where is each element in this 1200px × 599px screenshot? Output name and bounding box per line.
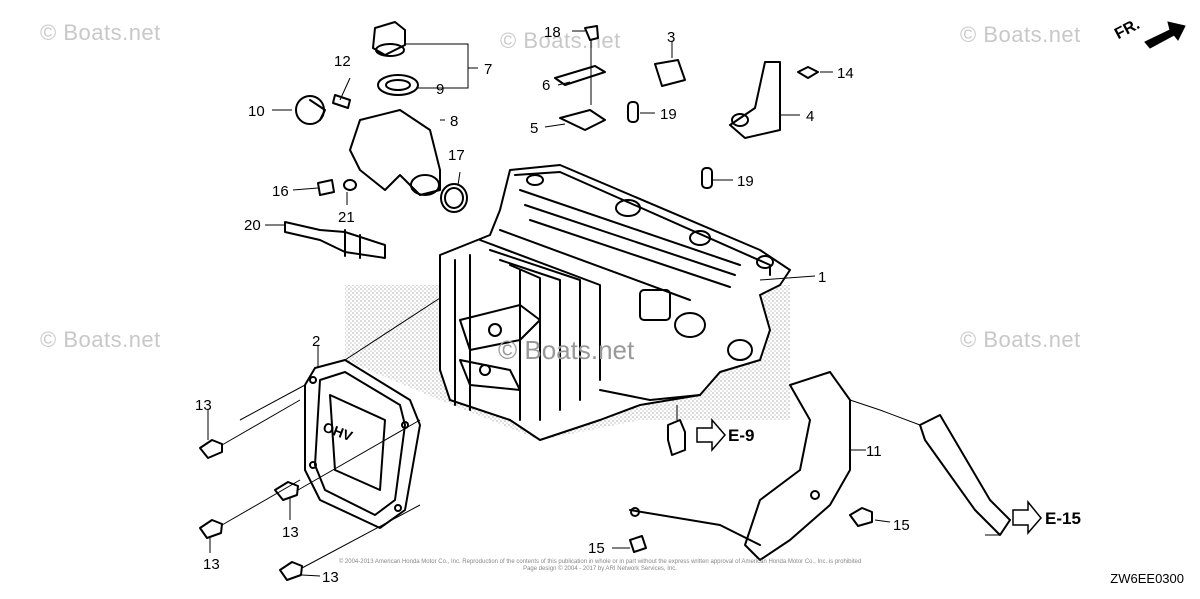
callout-18: 18 bbox=[544, 24, 561, 41]
callout-10: 10 bbox=[248, 103, 265, 120]
arrow-e9-icon bbox=[696, 417, 726, 453]
callout-19a: 19 bbox=[660, 106, 677, 123]
part-14-bolt bbox=[797, 66, 819, 79]
callout-11: 11 bbox=[866, 443, 882, 460]
part-4-joint bbox=[729, 61, 781, 139]
cylinder-block bbox=[439, 164, 791, 441]
watermark-center: © Boats.net bbox=[498, 335, 635, 365]
reference-e9[interactable]: E-9 bbox=[728, 426, 755, 445]
head-cover bbox=[304, 359, 421, 529]
part-18-screw bbox=[584, 25, 599, 41]
diagram-code: ZW6EE0300 bbox=[1110, 571, 1184, 586]
callout-13a: 13 bbox=[195, 397, 212, 414]
part-19-dowel-a bbox=[627, 101, 639, 123]
copyright-line-2: Page design © 2004 - 2017 by ARI Network… bbox=[523, 566, 677, 572]
breather-hose bbox=[919, 414, 1011, 536]
callout-8: 8 bbox=[450, 113, 458, 130]
callout-14: 14 bbox=[837, 65, 854, 82]
part-6-plate bbox=[554, 65, 606, 86]
part-3-cap bbox=[654, 59, 686, 87]
callout-7: 7 bbox=[484, 61, 492, 78]
bolt-13b bbox=[274, 481, 299, 501]
part-5-plate bbox=[559, 109, 606, 131]
front-arrow-icon bbox=[1144, 21, 1186, 49]
watermark-top-right: © Boats.net bbox=[960, 22, 1081, 47]
bolt-15b bbox=[629, 535, 647, 553]
callout-2: 2 bbox=[312, 333, 320, 350]
copyright-notice: © 2004-2013 American Honda Motor Co., In… bbox=[0, 559, 1200, 573]
callout-4: 4 bbox=[806, 108, 814, 125]
callout-13b: 13 bbox=[282, 524, 299, 541]
callout-13c: 13 bbox=[203, 556, 220, 573]
arrow-e15-icon bbox=[1012, 499, 1042, 536]
callout-16: 16 bbox=[272, 183, 289, 200]
bolt-e9 bbox=[667, 419, 686, 456]
callout-1: 1 bbox=[818, 269, 826, 286]
callout-20: 20 bbox=[244, 217, 261, 234]
watermark-top-center: © Boats.net bbox=[500, 28, 621, 53]
spark-plug bbox=[284, 221, 386, 259]
watermark-mid-left: © Boats.net bbox=[40, 327, 161, 352]
callout-19b: 19 bbox=[737, 173, 754, 190]
callout-21: 21 bbox=[338, 209, 355, 226]
bolt-13d bbox=[279, 561, 303, 581]
copyright-line-1: © 2004-2013 American Honda Motor Co., In… bbox=[338, 559, 862, 565]
callout-15a: 15 bbox=[893, 517, 910, 534]
reference-e15[interactable]: E-15 bbox=[1045, 509, 1081, 528]
callout-6: 6 bbox=[542, 77, 550, 94]
oil-filler-assembly bbox=[295, 21, 468, 213]
callout-13d: 13 bbox=[322, 569, 339, 586]
part-19-dowel-b bbox=[701, 167, 713, 189]
watermark-top-left: © Boats.net bbox=[40, 20, 161, 45]
guard-bracket bbox=[744, 371, 851, 561]
callout-15b: 15 bbox=[588, 540, 605, 557]
callout-3: 3 bbox=[667, 29, 675, 46]
callout-5: 5 bbox=[530, 120, 538, 137]
callout-9: 9 bbox=[436, 81, 444, 98]
callout-12: 12 bbox=[334, 53, 351, 70]
bolt-15a bbox=[849, 507, 873, 527]
callout-labels: 1 2 3 4 5 6 7 8 9 10 11 12 13 13 13 13 1… bbox=[195, 24, 910, 586]
watermark-mid-right: © Boats.net bbox=[960, 327, 1081, 352]
bolt-13a bbox=[199, 439, 223, 459]
guard-strap bbox=[629, 509, 761, 546]
callout-17: 17 bbox=[448, 147, 465, 164]
leader-lines bbox=[207, 30, 1000, 577]
bolt-13c bbox=[199, 519, 223, 539]
